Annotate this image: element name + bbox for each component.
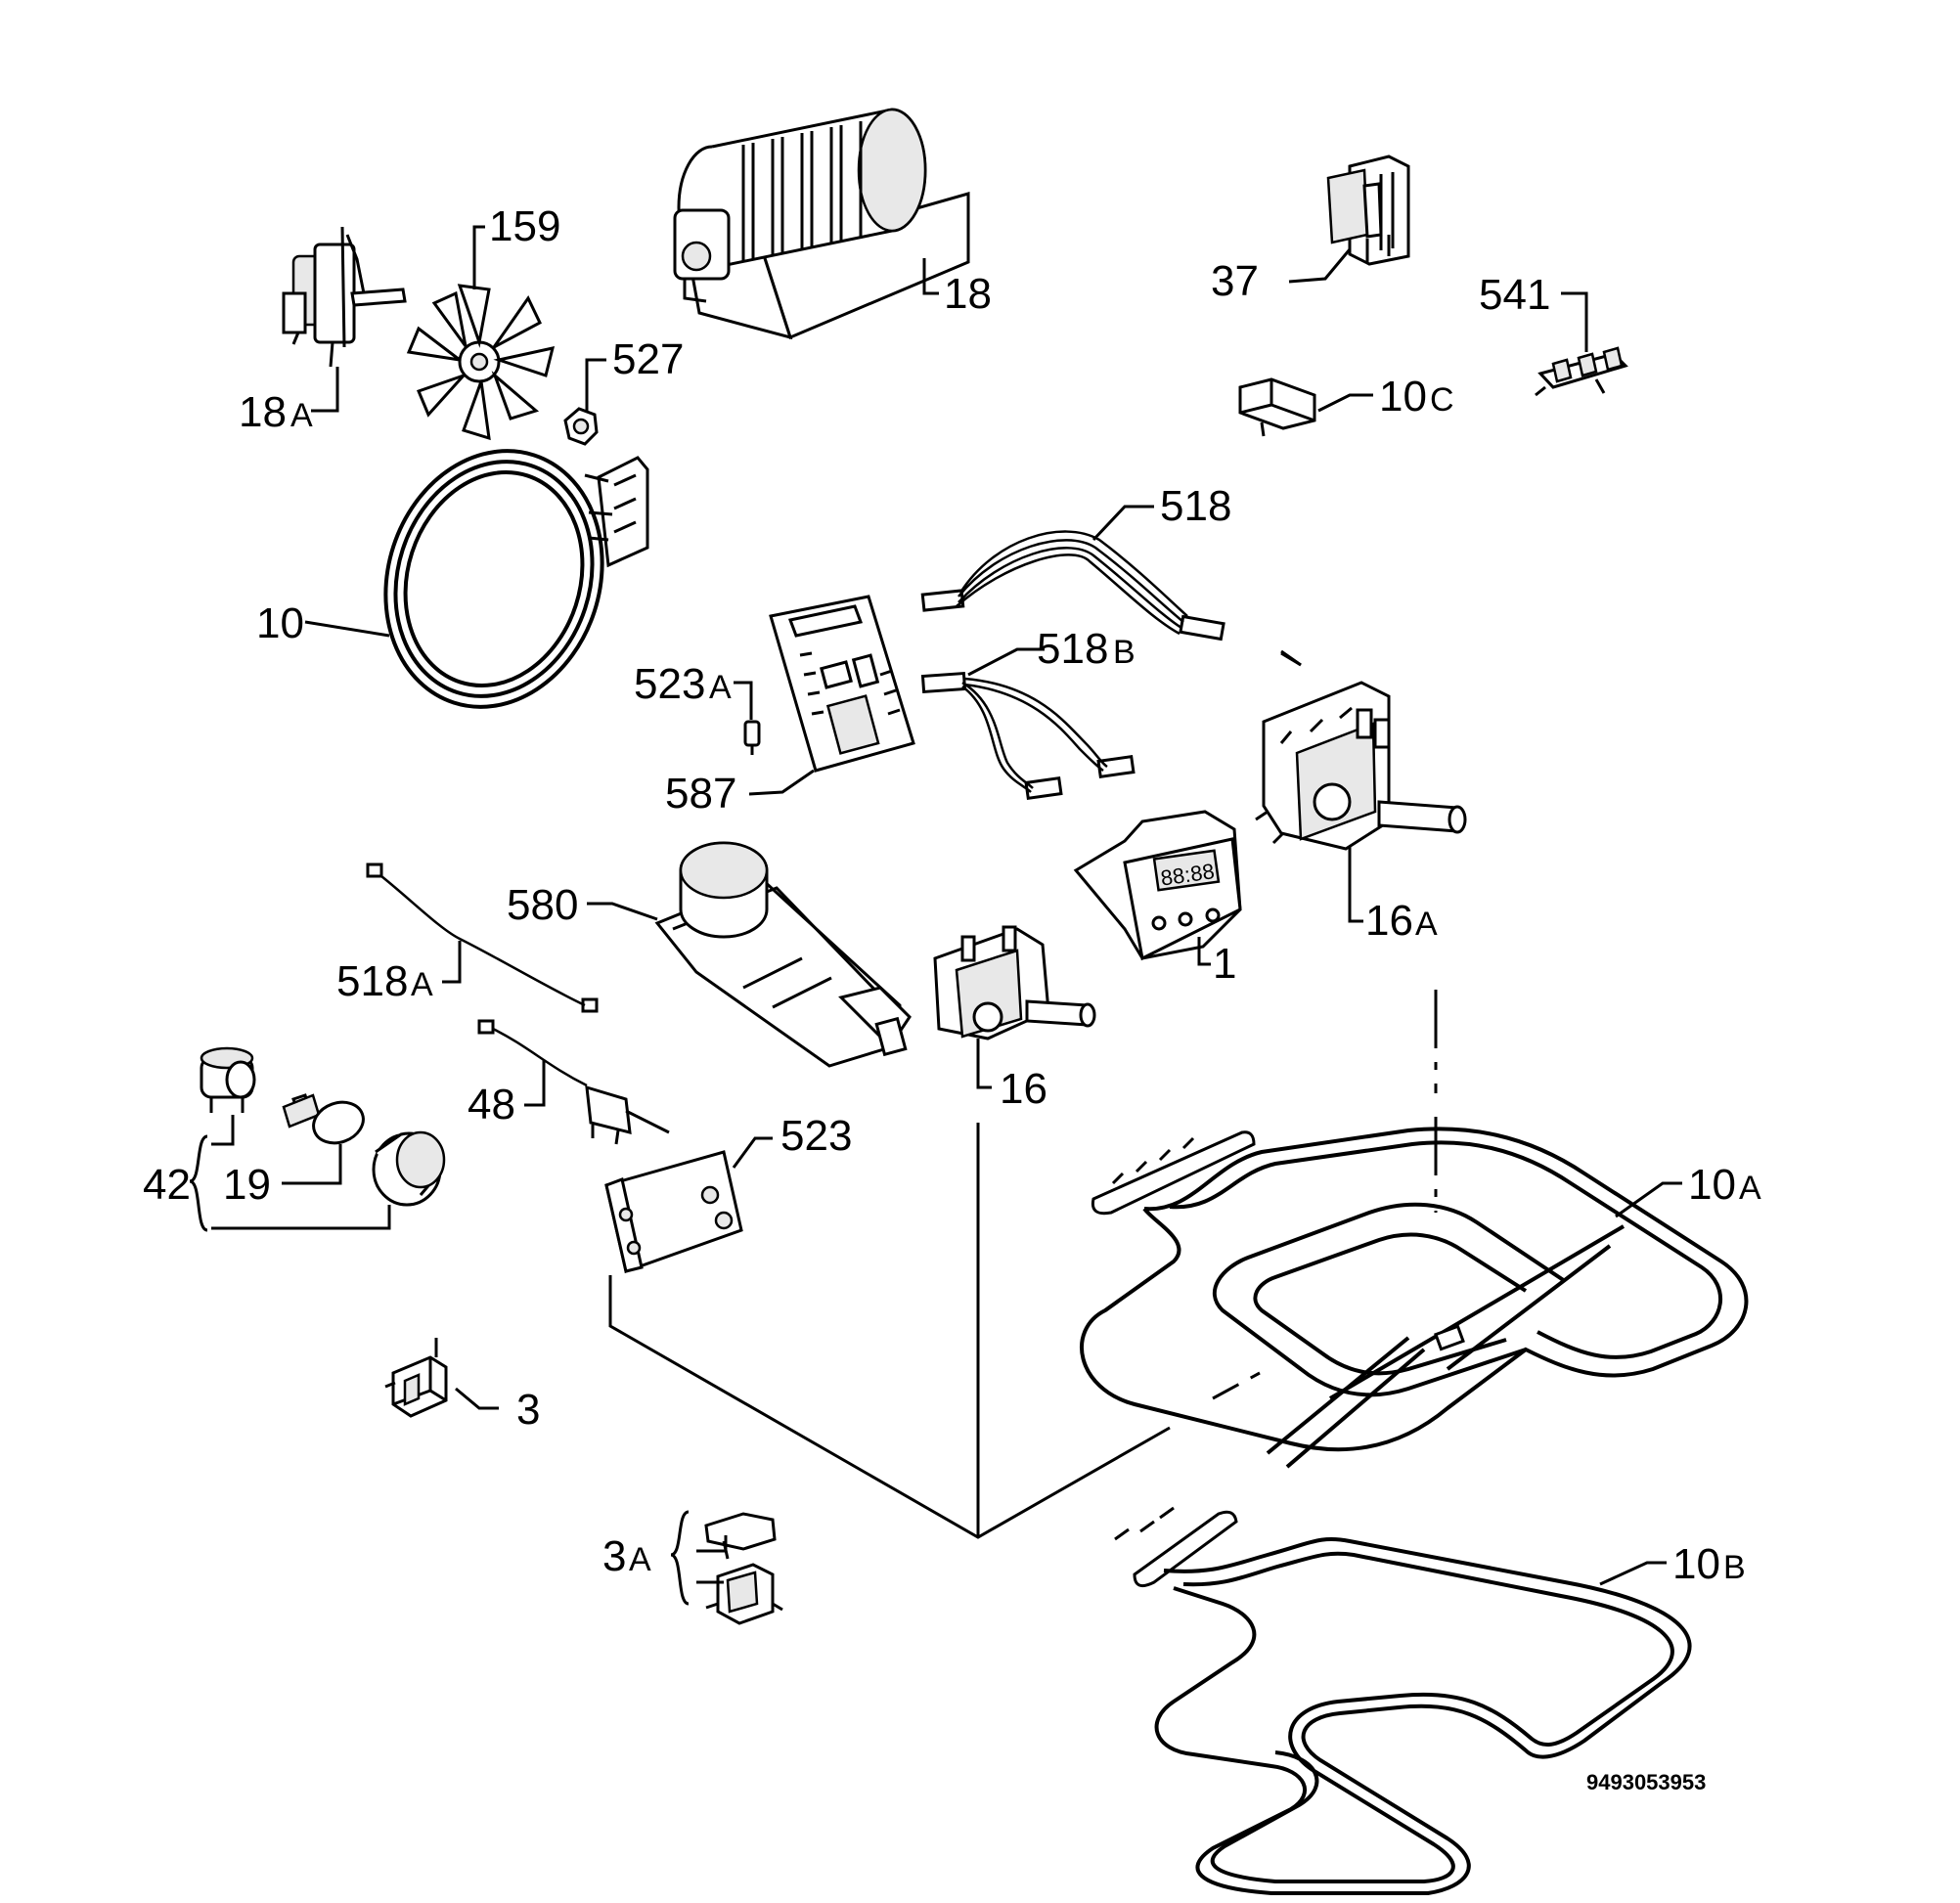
label-10a: 10: [1688, 1161, 1736, 1209]
label-518a-suffix: A: [411, 966, 433, 1003]
wiring-harness-part-518: [920, 530, 1225, 642]
label-580: 580: [507, 881, 578, 929]
label-48: 48: [468, 1081, 515, 1129]
label-3a: 3: [602, 1532, 626, 1580]
label-518b-suffix: B: [1113, 634, 1136, 671]
label-16: 16: [1000, 1065, 1047, 1113]
tangential-fan-part-18: [673, 108, 970, 340]
label-3a-suffix: A: [629, 1541, 651, 1578]
bottom-element-part-10b: [1114, 1506, 1692, 1895]
selector-switch-part-16a: [1255, 651, 1467, 851]
lamp-holder-part-42: [200, 1046, 256, 1113]
label-1: 1: [1213, 940, 1236, 988]
safety-thermostat-part-3: [384, 1338, 448, 1418]
fan-motor-part-18a: [282, 226, 407, 368]
label-541: 541: [1479, 271, 1550, 319]
motor-assembly-part-580: [654, 841, 912, 1068]
drawing-number: 9493053953: [1586, 1770, 1706, 1794]
grill-element-part-10a: [1080, 1127, 1749, 1469]
thermostat-probe-part-48: [477, 1019, 670, 1145]
label-18: 18: [944, 270, 992, 318]
fuse-part-523a: [743, 720, 761, 755]
label-10b-suffix: B: [1723, 1549, 1746, 1586]
label-523a: 523: [634, 660, 705, 708]
terminal-block-part-541: [1535, 346, 1628, 397]
selector-switch-part-16: [933, 925, 1096, 1040]
label-10: 10: [256, 599, 304, 647]
label-10c: 10: [1379, 373, 1427, 420]
circular-heating-element-part-10: [383, 449, 649, 709]
label-18a: 18: [239, 388, 287, 436]
label-527: 527: [612, 335, 684, 383]
control-board-part-587: [769, 595, 915, 773]
label-159: 159: [489, 202, 560, 250]
lamp-bulb-part-19: [282, 1093, 365, 1145]
wire-part-518a: [366, 863, 599, 1013]
label-523a-suffix: A: [709, 669, 732, 706]
switch-part-37: [1326, 155, 1410, 266]
clip-part-10c: [1238, 377, 1316, 437]
label-10b: 10: [1672, 1540, 1720, 1588]
label-3: 3: [516, 1386, 540, 1434]
bracket-part-523: [604, 1150, 743, 1273]
label-523: 523: [780, 1112, 852, 1160]
thermostat-pair-part-3a: [704, 1512, 783, 1625]
label-16a: 16: [1365, 897, 1413, 945]
nut-part-527: [563, 407, 599, 446]
label-518a: 518: [336, 957, 408, 1005]
assembly-frame-lines: [608, 649, 1438, 1539]
fan-blade-part-159: [406, 284, 556, 441]
label-587: 587: [665, 770, 736, 818]
lamp-cover-part-42: [372, 1130, 446, 1207]
label-518b: 518: [1037, 625, 1108, 673]
label-37: 37: [1211, 257, 1259, 305]
label-19: 19: [223, 1161, 271, 1209]
wiring-harness-part-518b: [920, 671, 1136, 800]
timer-display-part-1: 88:88: [1073, 810, 1242, 961]
label-16a-suffix: A: [1415, 906, 1438, 943]
label-518: 518: [1160, 482, 1231, 530]
label-10c-suffix: C: [1430, 381, 1454, 419]
label-18a-suffix: A: [290, 397, 313, 434]
label-10a-suffix: A: [1739, 1170, 1761, 1207]
label-42: 42: [143, 1161, 191, 1209]
